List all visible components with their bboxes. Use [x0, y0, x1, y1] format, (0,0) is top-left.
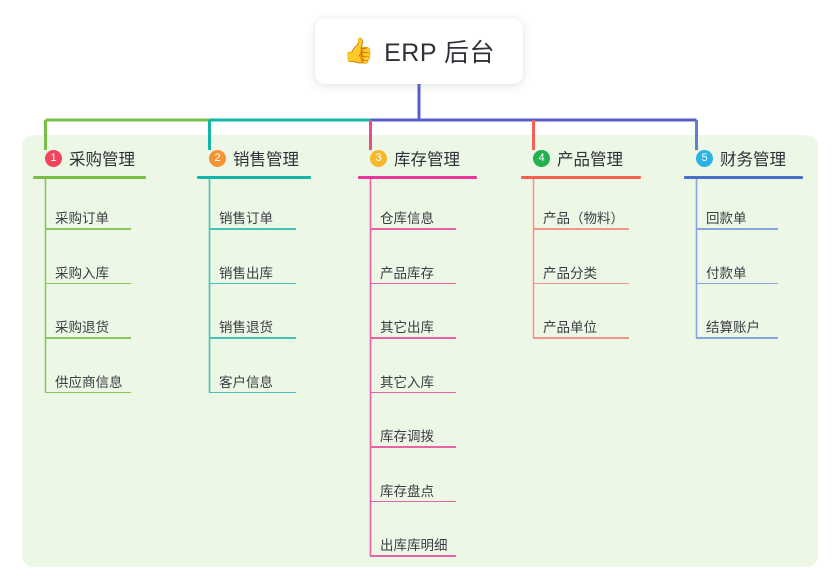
leaf-item[interactable]: 出库库明细: [358, 533, 448, 553]
column-badge-3: 3: [370, 149, 387, 167]
leaf-label: 采购退货: [55, 320, 109, 335]
leaf-label: 采购订单: [55, 211, 109, 226]
leaf-item[interactable]: 库存调拨: [358, 424, 434, 444]
leaf-underline: [696, 282, 778, 285]
column-badge-1: 1: [45, 149, 62, 167]
column-underline: [33, 176, 146, 179]
column-title: 销售管理: [233, 151, 299, 169]
column-underline: [358, 176, 477, 179]
leaf-underline: [370, 446, 456, 448]
leaf-label: 供应商信息: [55, 374, 123, 390]
leaf-underline: [533, 282, 629, 285]
column-header-销售管理[interactable]: 2 销售管理: [197, 146, 311, 179]
leaf-underline: [370, 337, 456, 339]
column-title: 产品管理: [557, 151, 623, 169]
leaf-label: 付款单: [706, 265, 747, 281]
column-badge-4: 4: [533, 149, 550, 167]
leaf-item[interactable]: 销售订单: [197, 206, 273, 226]
leaf-label: 产品（物料）: [543, 211, 624, 226]
column-title: 采购管理: [69, 151, 135, 169]
leaf-label: 销售出库: [219, 265, 273, 281]
leaf-underline: [370, 228, 456, 230]
leaf-label: 其它出库: [380, 320, 434, 335]
leaf-item[interactable]: 产品（物料）: [521, 206, 624, 226]
leaf-label: 回款单: [706, 211, 747, 226]
leaf-label: 销售退货: [219, 320, 273, 335]
column-库存管理: 3 库存管理: [358, 146, 477, 179]
leaf-underline: [209, 282, 296, 285]
leaf-underline: [45, 337, 131, 339]
column-销售管理: 2 销售管理: [197, 146, 311, 179]
leaf-underline: [696, 228, 778, 230]
leaf-underline: [209, 337, 296, 339]
leaf-underline: [209, 228, 296, 230]
leaf-underline: [370, 555, 456, 557]
leaf-label: 销售订单: [219, 211, 273, 226]
leaf-item[interactable]: 付款单: [684, 261, 747, 281]
column-underline: [521, 176, 641, 179]
column-title: 财务管理: [720, 151, 786, 169]
leaf-label: 库存盘点: [380, 483, 434, 499]
leaf-label: 仓库信息: [380, 211, 434, 226]
leaf-label: 产品分类: [543, 265, 597, 281]
leaf-label: 产品单位: [543, 320, 597, 335]
column-title: 库存管理: [394, 151, 460, 169]
leaf-item[interactable]: 采购入库: [33, 261, 109, 281]
leaf-label: 出库库明细: [380, 538, 448, 553]
leaf-underline: [370, 500, 456, 503]
column-采购管理: 1 采购管理: [33, 146, 146, 179]
column-underline: [684, 176, 803, 179]
leaf-item[interactable]: 采购订单: [33, 206, 109, 226]
leaf-label: 客户信息: [219, 374, 273, 390]
leaf-item[interactable]: 销售出库: [197, 261, 273, 281]
leaf-item[interactable]: 仓库信息: [358, 206, 434, 226]
column-header-采购管理[interactable]: 1 采购管理: [33, 146, 146, 179]
leaf-label: 采购入库: [55, 265, 109, 281]
leaf-item[interactable]: 回款单: [684, 206, 747, 226]
leaf-label: 库存调拨: [380, 429, 434, 444]
leaf-underline: [696, 337, 778, 339]
leaf-item[interactable]: 供应商信息: [33, 370, 123, 390]
column-header-库存管理[interactable]: 3 库存管理: [358, 146, 477, 179]
leaf-underline: [370, 282, 456, 285]
column-underline: [197, 176, 311, 179]
leaf-underline: [370, 391, 456, 394]
leaf-label: 其它入库: [380, 374, 434, 390]
column-header-财务管理[interactable]: 5 财务管理: [684, 146, 803, 179]
root-node[interactable]: 👍 ERP 后台: [315, 18, 523, 84]
column-产品管理: 4 产品管理: [521, 146, 641, 179]
column-财务管理: 5 财务管理: [684, 146, 803, 179]
leaf-item[interactable]: 产品分类: [521, 261, 597, 281]
thumbs-up-icon: 👍: [342, 36, 375, 65]
leaf-item[interactable]: 其它入库: [358, 370, 434, 390]
leaf-item[interactable]: 客户信息: [197, 370, 273, 390]
leaf-item[interactable]: 结算账户: [684, 315, 760, 335]
leaf-item[interactable]: 产品单位: [521, 315, 597, 335]
leaf-underline: [533, 337, 629, 339]
column-badge-5: 5: [696, 149, 713, 167]
root-title: ERP 后台: [384, 39, 496, 67]
leaf-label: 产品库存: [380, 265, 434, 281]
leaf-underline: [45, 391, 131, 394]
leaf-underline: [533, 228, 629, 230]
leaf-item[interactable]: 销售退货: [197, 315, 273, 335]
leaf-label: 结算账户: [706, 320, 760, 335]
column-badge-2: 2: [209, 149, 226, 167]
leaf-underline: [45, 282, 131, 285]
leaf-item[interactable]: 采购退货: [33, 315, 109, 335]
content-panel: [22, 135, 818, 567]
leaf-item[interactable]: 产品库存: [358, 261, 434, 281]
leaf-item[interactable]: 库存盘点: [358, 479, 434, 499]
leaf-underline: [209, 391, 296, 394]
leaf-item[interactable]: 其它出库: [358, 315, 434, 335]
column-header-产品管理[interactable]: 4 产品管理: [521, 146, 641, 179]
leaf-underline: [45, 228, 131, 230]
